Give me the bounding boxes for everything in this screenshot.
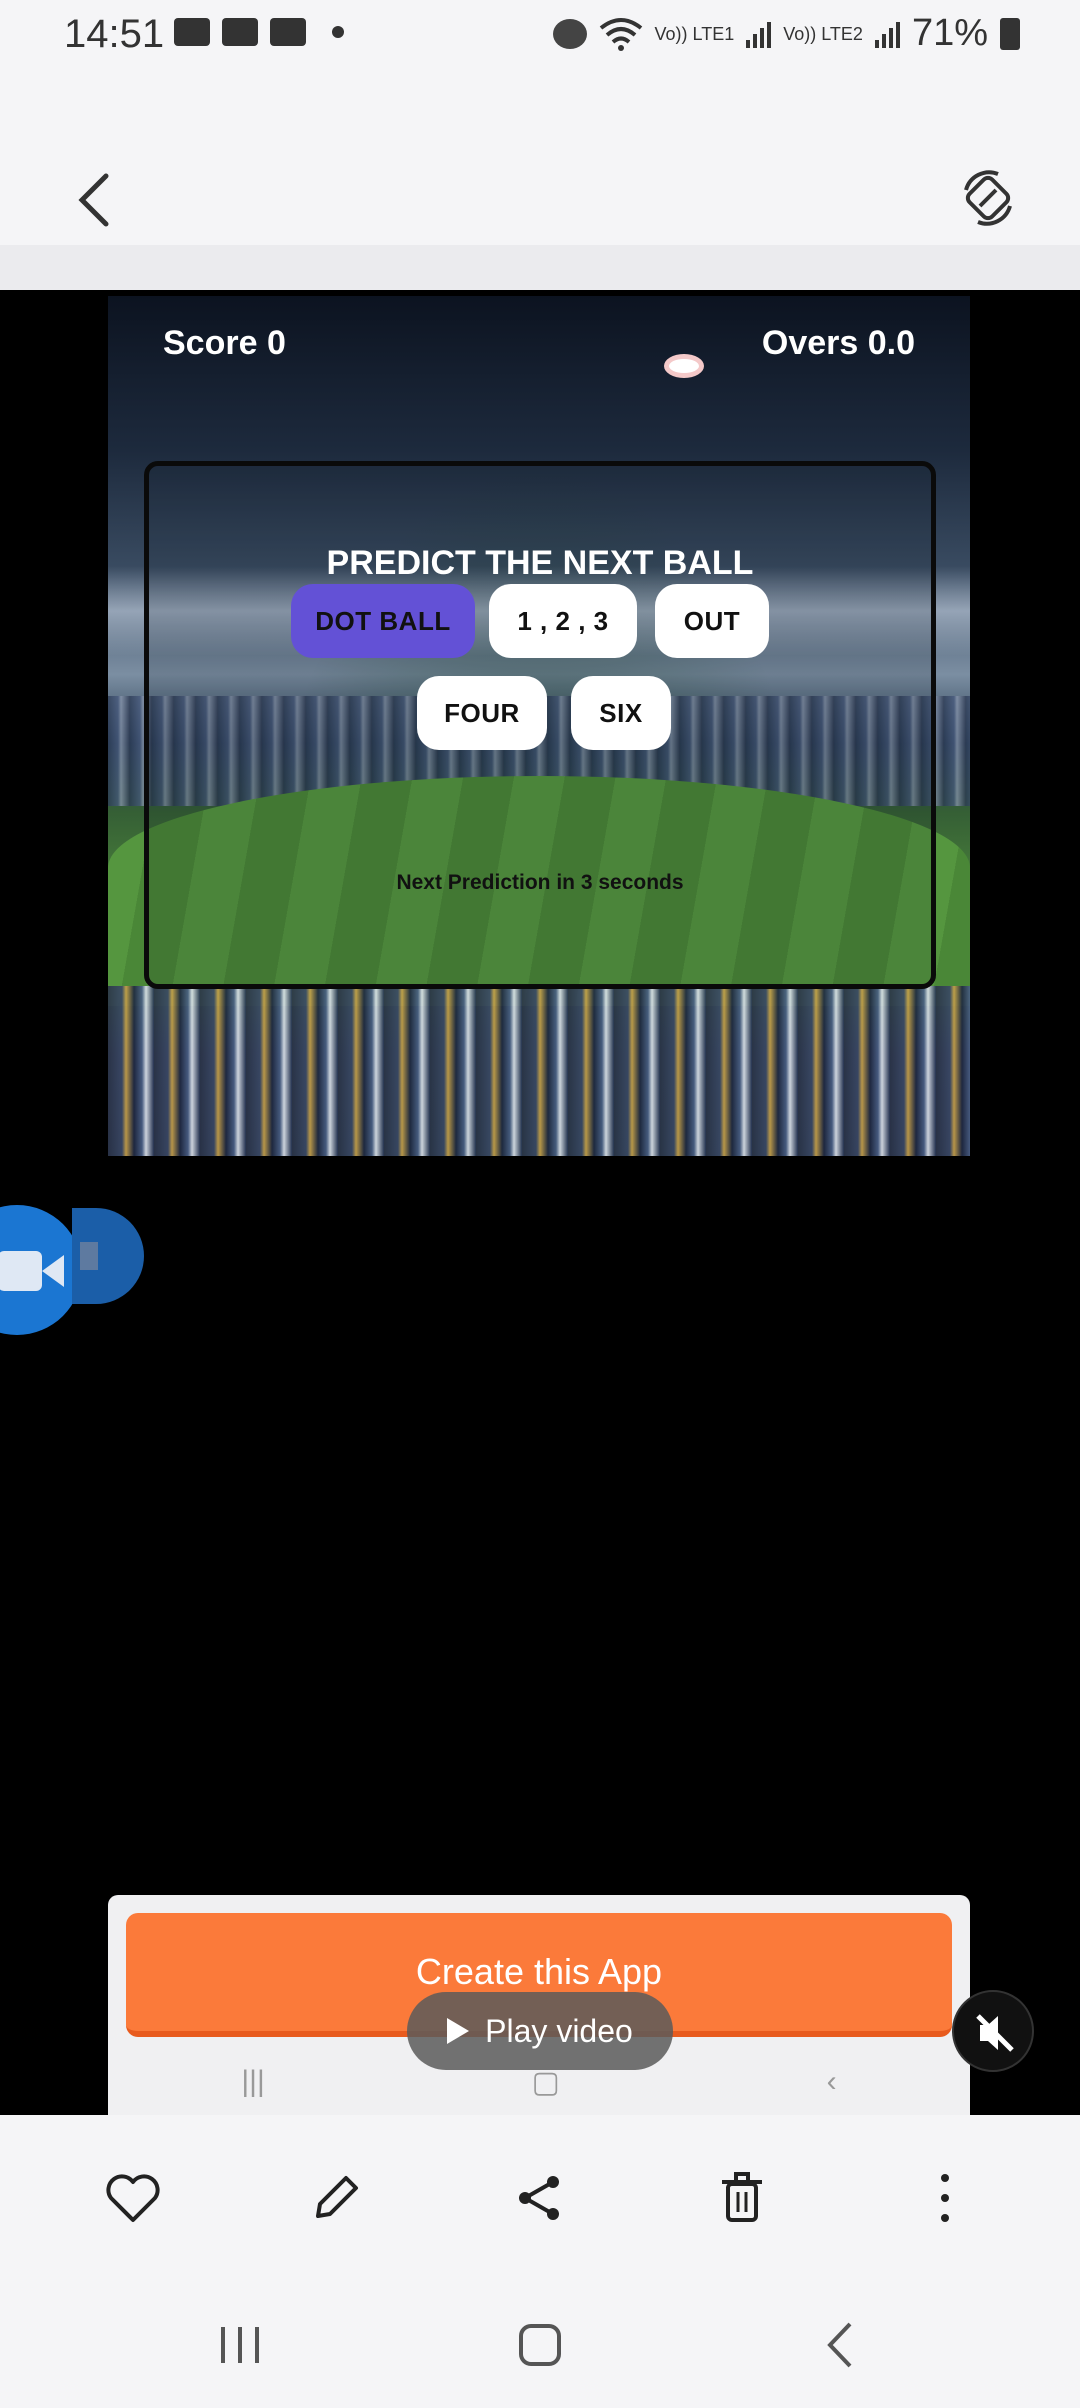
- overs-label: Overs 0.0: [761, 324, 915, 362]
- option-six[interactable]: SIX: [571, 676, 671, 750]
- home-icon: ▢: [531, 2066, 560, 2099]
- game-screen: Score 0 Overs 0.0 PREDICT THE NEXT BALL …: [108, 296, 970, 1156]
- pencil-icon: [316, 2176, 358, 2218]
- option-four[interactable]: FOUR: [417, 676, 547, 750]
- crowd-image: [108, 986, 970, 1156]
- more-options-button[interactable]: [912, 2165, 978, 2231]
- video-camera-icon: [222, 18, 258, 46]
- status-time: 14:51: [64, 12, 165, 56]
- camera-lens-shape: [42, 1255, 64, 1287]
- play-video-label: Play video: [485, 2012, 633, 2049]
- alarm-icon: [552, 18, 587, 49]
- status-notification-icons: [174, 18, 344, 46]
- bottom-toolbar: [0, 2115, 1080, 2280]
- favorite-button[interactable]: [100, 2165, 166, 2231]
- status-bar: 14:51 Vo)) LTE1 Vo)) LTE2 71%: [0, 0, 1080, 75]
- home-button[interactable]: [505, 2315, 575, 2375]
- system-nav-bar: [0, 2280, 1080, 2408]
- status-system-icons: Vo)) LTE1 Vo)) LTE2 71%: [552, 12, 1020, 55]
- embedded-nav-bar: ||| ▢ ‹: [108, 2065, 970, 2115]
- home-icon: [519, 2324, 561, 2366]
- prediction-panel: PREDICT THE NEXT BALL DOT BALL 1 , 2 , 3…: [144, 461, 936, 989]
- back-icon: ‹: [826, 2065, 837, 2098]
- play-icon: [447, 2018, 470, 2044]
- cricket-field: [108, 776, 970, 1006]
- gallery-icon: [174, 18, 210, 46]
- option-dot-ball[interactable]: DOT BALL: [291, 584, 475, 658]
- back-arrow-icon: [827, 2322, 852, 2368]
- option-1-2-3[interactable]: 1 , 2 , 3: [489, 584, 637, 658]
- back-nav-button[interactable]: [805, 2315, 875, 2375]
- recents-icon: [221, 2327, 259, 2363]
- signal-icon: [746, 20, 772, 48]
- screen-rotate-icon: [964, 170, 1012, 226]
- signal-icon: [874, 20, 900, 48]
- chevron-left-icon: [78, 173, 109, 227]
- battery-icon: [1000, 17, 1020, 50]
- sim1-label: Vo)) LTE1: [654, 23, 735, 44]
- delete-button[interactable]: [709, 2165, 775, 2231]
- wifi-icon: [599, 17, 642, 51]
- battery-percent: 71%: [911, 12, 988, 54]
- play-video-button[interactable]: Play video: [407, 1992, 673, 2070]
- sim2-label: Vo)) LTE2: [783, 23, 863, 44]
- video-camera-icon: [270, 18, 306, 46]
- prediction-title: PREDICT THE NEXT BALL: [326, 544, 754, 582]
- speaker-icon: [80, 1242, 98, 1270]
- trash-icon: [722, 2172, 762, 2222]
- option-out[interactable]: OUT: [655, 584, 769, 658]
- back-button[interactable]: [70, 170, 120, 230]
- more-notifications-dot-icon: [332, 26, 344, 38]
- recents-button[interactable]: [205, 2315, 275, 2375]
- rotate-button[interactable]: [958, 168, 1018, 228]
- more-icon: [941, 2174, 949, 2222]
- recents-icon: |||: [241, 2065, 265, 2098]
- edit-button[interactable]: [303, 2165, 369, 2231]
- header-divider: [0, 245, 1080, 290]
- score-label: Score 0: [163, 324, 286, 362]
- share-button[interactable]: [506, 2165, 572, 2231]
- share-icon: [519, 2176, 559, 2220]
- heart-icon: [106, 2174, 160, 2222]
- light-ring-icon: [664, 354, 704, 378]
- app-header: [0, 75, 1080, 245]
- next-prediction-timer: Next Prediction in 3 seconds: [396, 871, 684, 894]
- video-camera-icon: [0, 1251, 42, 1291]
- mute-button[interactable]: [952, 1990, 1034, 2072]
- muted-speaker-icon: [976, 2014, 1014, 2052]
